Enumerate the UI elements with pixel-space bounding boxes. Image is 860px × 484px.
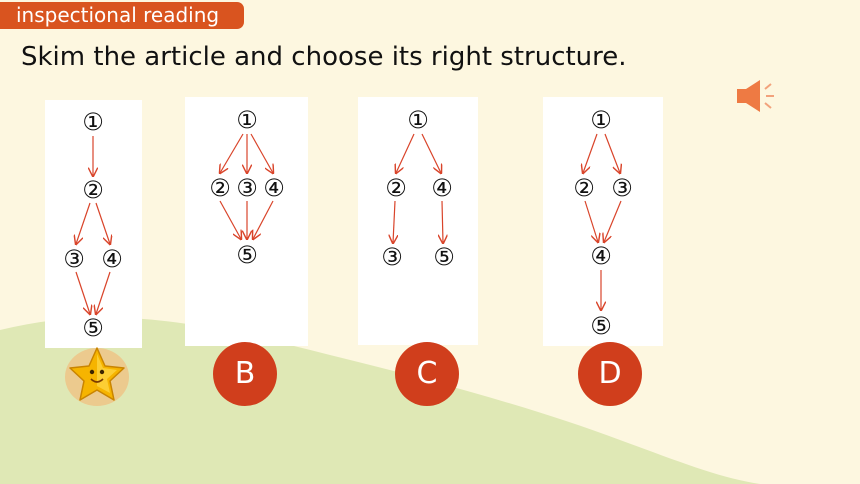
diagram-c-node-2: ② bbox=[385, 174, 407, 202]
diagram-a-node-3: ③ bbox=[63, 245, 85, 273]
section-tag: inspectional reading bbox=[0, 2, 244, 29]
diagram-d-node-2: ② bbox=[573, 174, 595, 202]
diagram-d-node-1: ① bbox=[590, 106, 612, 134]
speaker-icon[interactable] bbox=[736, 78, 780, 114]
diagram-d-node-5: ⑤ bbox=[590, 312, 612, 340]
diagram-a-node-2: ② bbox=[82, 176, 104, 204]
diagram-b-node-1: ① bbox=[236, 106, 258, 134]
instruction-text: Skim the article and choose its right st… bbox=[21, 42, 627, 72]
option-d-button[interactable]: D bbox=[578, 342, 642, 406]
diagram-c-arrows bbox=[358, 133, 478, 345]
diagram-b-node-5: ⑤ bbox=[236, 241, 258, 269]
diagram-b-node-2: ② bbox=[209, 174, 231, 202]
diagram-c-node-1: ① bbox=[407, 106, 429, 134]
star-icon[interactable] bbox=[64, 344, 130, 406]
diagram-d-node-3: ③ bbox=[611, 174, 633, 202]
diagram-d-panel: ① ② ③ ④ ⑤ bbox=[543, 97, 663, 346]
diagram-b-node-3: ③ bbox=[236, 174, 258, 202]
option-c-button[interactable]: C bbox=[395, 342, 459, 406]
diagram-b-arrows bbox=[185, 133, 308, 346]
diagram-c-node-4: ④ bbox=[431, 174, 453, 202]
diagram-b-node-4: ④ bbox=[263, 174, 285, 202]
option-b-button[interactable]: B bbox=[213, 342, 277, 406]
diagram-a-node-1: ① bbox=[82, 108, 104, 136]
diagram-a-node-5: ⑤ bbox=[82, 314, 104, 342]
diagram-d-arrows bbox=[543, 133, 663, 346]
diagram-a-panel: ① ② ③ ④ ⑤ bbox=[45, 100, 142, 348]
diagram-c-node-3: ③ bbox=[381, 243, 403, 271]
diagram-a-arrows bbox=[45, 136, 142, 348]
diagram-a-node-4: ④ bbox=[101, 245, 123, 273]
diagram-b-panel: ① ② ③ ④ ⑤ bbox=[185, 97, 308, 346]
diagram-c-panel: ① ② ④ ③ ⑤ bbox=[358, 97, 478, 345]
diagram-d-node-4: ④ bbox=[590, 242, 612, 270]
diagram-c-node-5: ⑤ bbox=[433, 243, 455, 271]
